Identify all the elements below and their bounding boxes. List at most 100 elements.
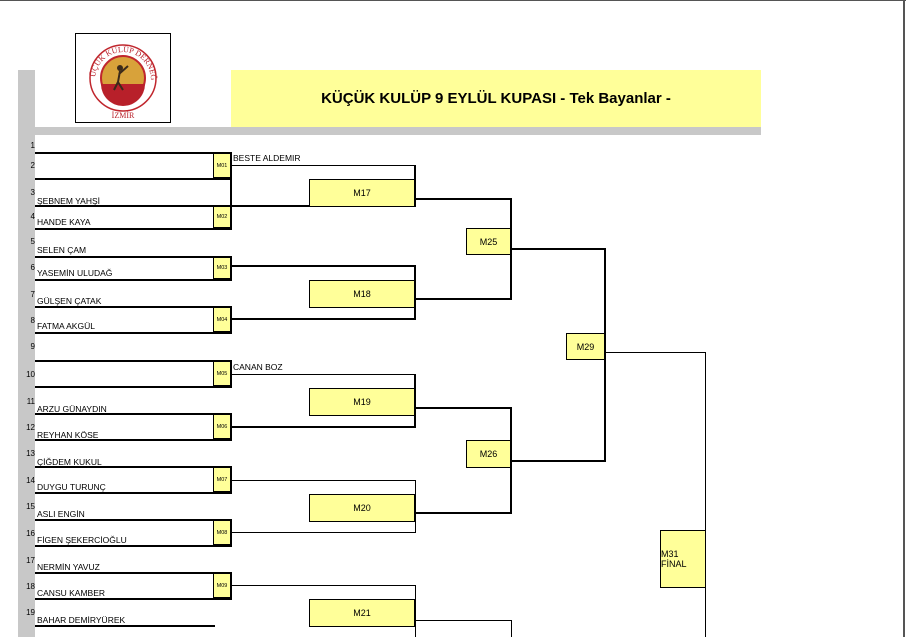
row-number: 13 — [26, 449, 35, 458]
row-number: 7 — [30, 290, 35, 299]
player-name: DUYGU TURUNÇ — [37, 482, 106, 492]
match-box-m09: M09 — [213, 573, 231, 598]
player-name: ARZU GÜNAYDIN — [37, 404, 107, 414]
bracket-line — [511, 620, 512, 637]
bracket-line — [414, 165, 416, 205]
player-name: SELEN ÇAM — [37, 245, 87, 255]
bracket-line — [511, 460, 606, 462]
bracket-line — [35, 519, 232, 521]
bracket-line — [35, 386, 232, 388]
bracket-line — [232, 426, 416, 428]
match-box-m02: M02 — [213, 206, 231, 228]
match-box-m07: M07 — [213, 467, 231, 492]
bracket-line — [232, 374, 416, 375]
header-gray-band — [35, 127, 761, 135]
bracket-line — [230, 205, 232, 228]
row-number: 11 — [26, 397, 35, 406]
bracket-line — [232, 318, 416, 320]
row-number: 10 — [26, 370, 35, 379]
bracket-line — [35, 413, 232, 415]
row-number: 19 — [26, 608, 35, 617]
bracket-line — [35, 152, 232, 154]
row-number: 5 — [30, 237, 35, 246]
row-number: 16 — [26, 529, 35, 538]
match-box-m04: M04 — [213, 307, 231, 332]
bracket-line — [414, 265, 416, 318]
bracket-line — [232, 532, 416, 533]
bracket-line — [605, 352, 706, 353]
row-number: 9 — [30, 342, 35, 351]
bracket-line — [35, 545, 232, 547]
player-name: GÜLŞEN ÇATAK — [37, 296, 102, 306]
bracket-line — [232, 480, 416, 481]
match-box-m21: M21 — [309, 599, 415, 627]
bracket-line — [414, 374, 416, 426]
bracket-line — [35, 492, 232, 494]
match-box-m31-final: M31 FİNAL — [660, 530, 706, 588]
match-box-m08: M08 — [213, 520, 231, 545]
row-number: 15 — [26, 502, 35, 511]
match-box-m01: M01 — [213, 153, 231, 178]
bracket-line — [35, 439, 232, 441]
row-number: 3 — [30, 188, 35, 197]
player-name: FİGEN ŞEKERCİOĞLU — [37, 535, 127, 545]
player-name: ŞEBNEM YAHŞİ — [37, 196, 100, 206]
bracket-line — [232, 165, 416, 166]
bracket-line — [230, 152, 232, 205]
row-number: 4 — [30, 212, 35, 221]
match-box-m17: M17 — [309, 179, 415, 207]
bracket-line — [232, 265, 416, 267]
bracket-line — [415, 585, 416, 637]
match-box-m26: M26 — [466, 440, 511, 468]
row-number: 18 — [26, 582, 35, 591]
match-box-m20: M20 — [309, 494, 415, 522]
page-title: KÜÇÜK KULÜP 9 EYLÜL KUPASI - Tek Bayanla… — [321, 90, 671, 107]
bracket-line — [416, 298, 512, 300]
player-name: NERMİN YAVUZ — [37, 562, 100, 572]
bracket-line — [230, 413, 232, 439]
bracket-line — [230, 256, 232, 279]
bracket-line — [416, 620, 512, 621]
match-box-m03: M03 — [213, 257, 231, 279]
bracket-line — [230, 466, 232, 492]
bracket-line — [35, 332, 232, 334]
bracket-line — [230, 572, 232, 598]
bracket-line — [35, 466, 232, 468]
bracket-line — [604, 248, 606, 460]
bracket-line — [35, 360, 232, 362]
window-top-edge — [0, 0, 906, 1]
bracket-line — [230, 519, 232, 545]
bracket-line — [230, 360, 232, 386]
match-box-m18: M18 — [309, 280, 415, 308]
bracket-line — [35, 228, 232, 230]
bracket-line — [232, 585, 416, 586]
bracket-line — [230, 306, 232, 332]
match-box-m06: M06 — [213, 414, 231, 439]
window-right-edge — [903, 0, 905, 637]
player-name: CANSU KAMBER — [37, 588, 106, 598]
row-number: 12 — [26, 423, 35, 432]
bracket-line — [35, 625, 215, 627]
player-name: BAHAR DEMİRYÜREK — [37, 615, 126, 625]
left-gray-band — [18, 70, 35, 637]
match-box-m29: M29 — [566, 333, 605, 360]
match-box-m05: M05 — [213, 361, 231, 386]
bracket-line — [511, 248, 606, 250]
bracket-line — [35, 256, 232, 258]
player-name: FATMA AKGÜL — [37, 321, 95, 331]
player-name: CANAN BOZ — [233, 362, 283, 372]
bracket-line — [415, 480, 416, 532]
bracket-line — [35, 598, 232, 600]
bracket-line — [705, 352, 706, 637]
bracket-line — [35, 279, 232, 281]
bracket-line — [416, 512, 512, 514]
bracket-line — [35, 306, 232, 308]
player-name: REYHAN KÖSE — [37, 430, 99, 440]
bracket-line — [510, 407, 512, 512]
player-name: YASEMİN ULUDAĞ — [37, 268, 113, 278]
logo-bottom-text: İZMİR — [112, 111, 135, 120]
player-name: ÇİĞDEM KUKUL — [37, 457, 102, 467]
bracket-line — [35, 572, 232, 574]
row-number: 14 — [26, 476, 35, 485]
